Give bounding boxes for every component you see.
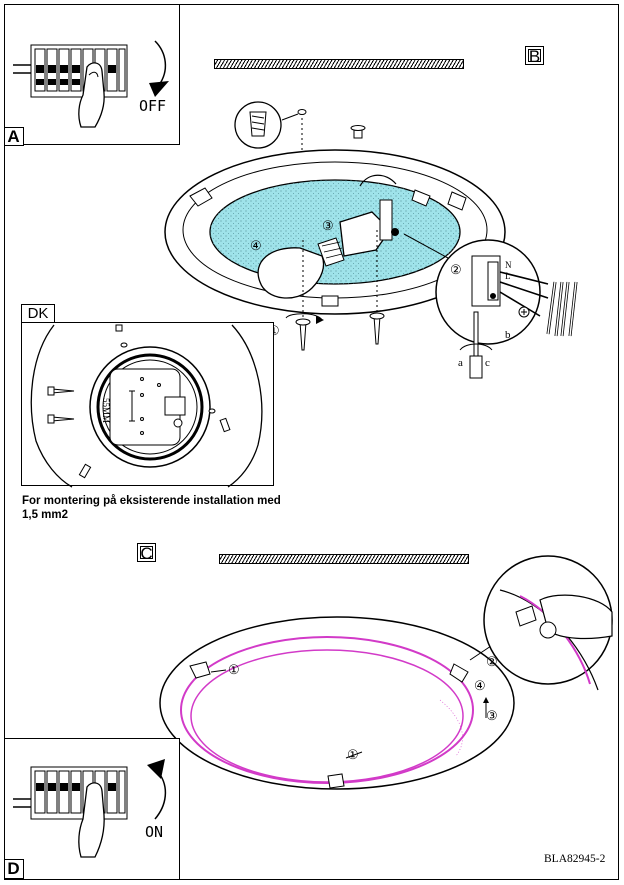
tool-label-c: c (485, 357, 490, 369)
panel-b-letter: B (525, 46, 544, 65)
ceiling-hatch-b (214, 59, 464, 69)
ceiling-hatch-c (219, 554, 469, 564)
page-frame (4, 4, 619, 880)
c-step-3: ③ (486, 708, 498, 723)
c-step-2: ② (486, 654, 498, 669)
tool-label-b: b (505, 329, 511, 341)
panel-dk: 55MM (21, 322, 274, 488)
panel-d-breaker-on: ON D (3, 738, 180, 880)
panel-a-letter: A (3, 127, 24, 146)
step-marker-4: ④ (250, 238, 262, 253)
step-marker-2: ② (450, 262, 462, 277)
dk-label: DK (21, 304, 55, 323)
breaker-box-illustration (13, 40, 169, 128)
panel-a-breaker-off: OFF A (3, 4, 180, 146)
installation-note: For montering på eksisterende installati… (22, 495, 281, 521)
terminal-l-label: L (505, 271, 511, 281)
document-code: BLA82945-2 (544, 853, 606, 865)
panel-d-letter: D (3, 859, 24, 879)
terminal-n-label: N (505, 260, 512, 270)
breaker-box-on-illustration (13, 759, 167, 858)
tool-label-a: a (458, 357, 463, 369)
c-step-1a: ① (228, 662, 240, 677)
c-step-4: ④ (474, 678, 486, 693)
on-label: ON (145, 823, 164, 841)
panel-c-letter: C (137, 543, 156, 562)
off-label: OFF (139, 97, 167, 115)
c-step-1b: ① (347, 747, 359, 762)
mounting-plate-illustration (30, 324, 263, 488)
step-marker-3: ③ (322, 218, 334, 233)
